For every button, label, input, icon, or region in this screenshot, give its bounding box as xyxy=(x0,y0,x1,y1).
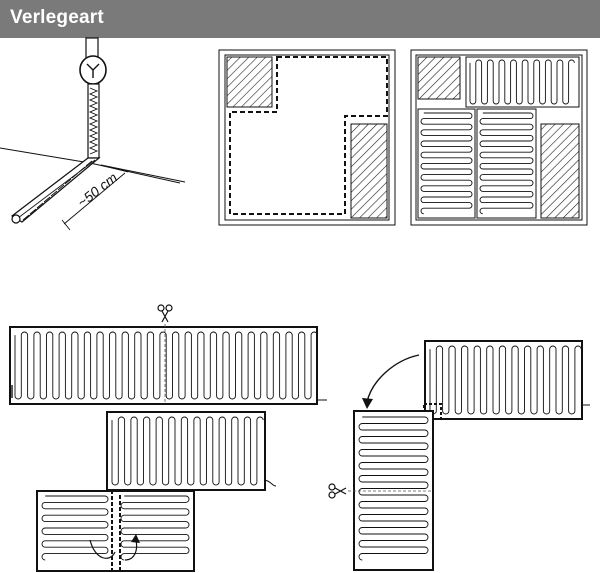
header-bar: Verlegeart xyxy=(0,0,600,38)
mat-cutting-diagram xyxy=(9,304,327,572)
hatched-obstacle-icon xyxy=(350,123,388,219)
heating-cable-loop xyxy=(14,331,318,400)
heating-cable-loop xyxy=(111,416,264,486)
heating-cable-loop xyxy=(120,495,190,561)
room-plan-outline xyxy=(218,49,396,226)
heating-cable-loop xyxy=(479,112,534,215)
room-plan-with-mats xyxy=(410,49,588,226)
scissors-icon xyxy=(157,304,173,323)
rotate-arrow-icon xyxy=(89,539,116,559)
curved-arrow-icon xyxy=(366,354,420,403)
heating-cable-loop xyxy=(420,112,473,215)
mat-turning-diagram xyxy=(328,340,590,571)
cable-riser-illustration: ~50 cm xyxy=(0,37,186,231)
scissors-icon xyxy=(328,483,347,499)
heating-cable-loop xyxy=(41,495,109,561)
dimension-label: ~50 cm xyxy=(74,169,121,210)
hatched-obstacle-icon xyxy=(226,56,273,108)
hatched-obstacle-icon xyxy=(540,123,580,219)
heating-cable-loop xyxy=(429,345,582,415)
page-title: Verlegeart xyxy=(10,7,104,28)
heating-cable-loop xyxy=(469,59,575,105)
hatched-obstacle-icon xyxy=(417,56,461,100)
heating-cable-loop xyxy=(358,416,429,561)
